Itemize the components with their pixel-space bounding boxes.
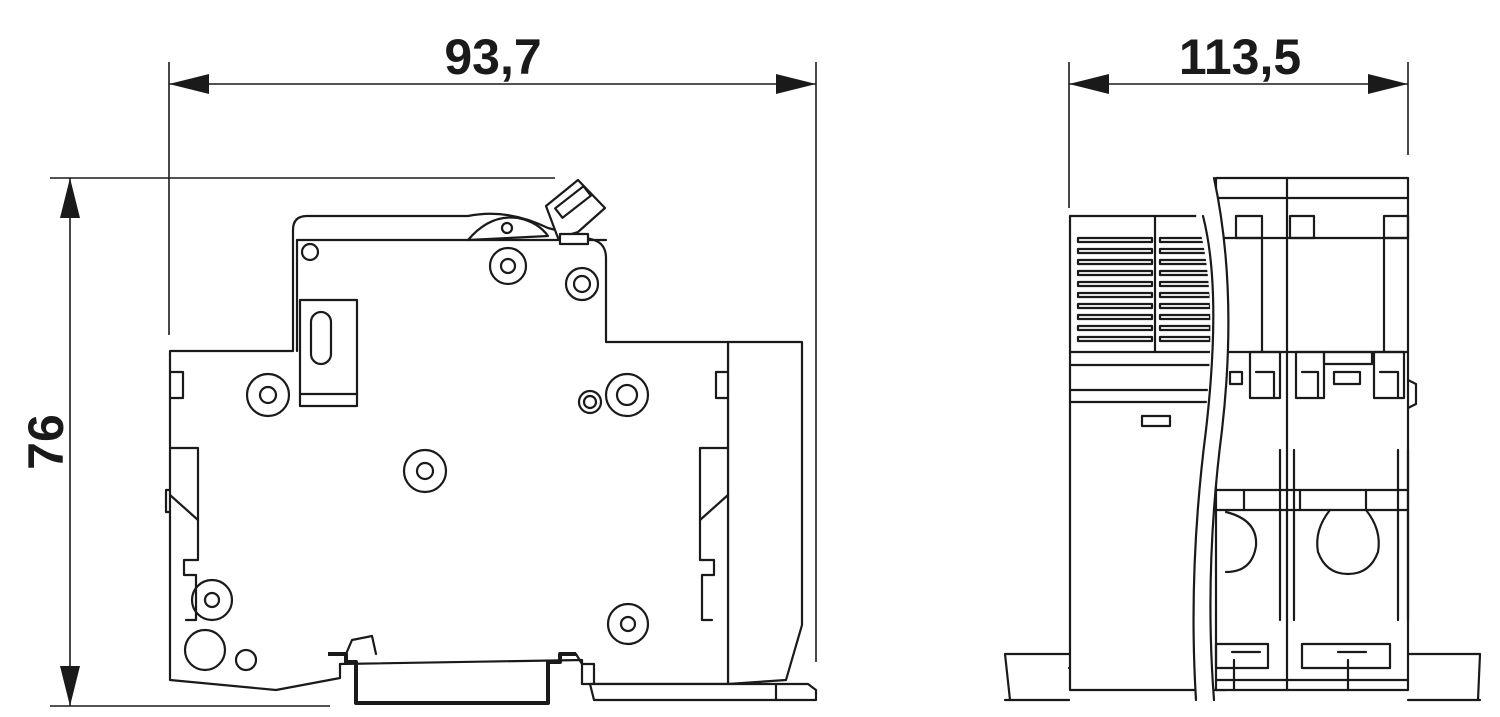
arrowhead-top (60, 178, 80, 218)
left-terminal-tab (164, 488, 172, 514)
rail-clip-left (344, 634, 378, 656)
dimension-height: 76 (18, 177, 555, 707)
rivet (606, 602, 650, 646)
rivet (564, 266, 600, 302)
right-top-block (1234, 214, 1264, 240)
cooling-rib (1076, 280, 1154, 288)
clamp (1372, 350, 1406, 400)
break-line-right (1209, 176, 1230, 702)
rail-clip-right (574, 652, 596, 686)
center-post (1278, 448, 1296, 622)
rivet (300, 242, 320, 262)
side-view (164, 178, 818, 705)
rivet-inner (499, 257, 517, 275)
dimension-label-width-right: 113,5 (1179, 29, 1301, 85)
rivet-inner (619, 615, 637, 633)
rivet-inner (258, 385, 278, 405)
right-top-block (1382, 214, 1410, 240)
rivet-inner (203, 591, 221, 609)
arrowhead-left (169, 74, 209, 94)
cooling-rib (1158, 335, 1212, 343)
rivet (234, 648, 258, 672)
bottom-latch-front (1214, 642, 1270, 670)
right-terminal (698, 446, 730, 622)
cooling-rib (1076, 313, 1154, 321)
lever-slot (554, 185, 592, 219)
contact-cup-right (1316, 508, 1380, 576)
arrowhead-bottom (60, 666, 80, 706)
cooling-rib (1158, 313, 1212, 321)
knob-pin (500, 221, 514, 235)
arrowhead-right-2 (1368, 74, 1408, 94)
clamp-small (1228, 370, 1244, 386)
left-notch-top (168, 370, 185, 400)
rivet-inner (415, 461, 435, 481)
left-module-label (1140, 414, 1172, 428)
clamp-bridge (1332, 370, 1362, 386)
right-terminal-diag (698, 493, 730, 522)
cooling-rib (1076, 258, 1154, 266)
dimension-width-left: 93,7 (168, 29, 817, 662)
rear-housing (726, 340, 804, 686)
rivets (183, 242, 650, 672)
clamp (1294, 350, 1326, 400)
rivet (402, 448, 448, 494)
break-line-left (1192, 214, 1215, 702)
din-rail-left (1003, 652, 1071, 702)
cooling-rib (1076, 324, 1154, 332)
cooling-rib (1076, 335, 1154, 343)
front-view (1003, 176, 1482, 702)
din-rail (328, 652, 576, 705)
rivet (577, 389, 603, 415)
cooling-rib (1076, 269, 1154, 277)
right-top-block (1288, 214, 1316, 240)
contact-cup-left (1224, 510, 1258, 574)
main-body (168, 212, 730, 692)
left-terminal-diag (168, 493, 200, 522)
right-module (1214, 176, 1410, 692)
status-indicator (309, 310, 333, 366)
cooling-rib (1076, 291, 1154, 299)
bottom-latch-front (1300, 642, 1392, 670)
rivet (183, 628, 227, 672)
rivet-inner (572, 274, 592, 294)
lever-foot (558, 232, 590, 246)
rivet (488, 246, 528, 286)
rivet-inner (615, 383, 639, 407)
dimension-width-right: 113,5 (1068, 29, 1409, 208)
cooling-ribs (1076, 236, 1212, 343)
bottom-latch (588, 682, 818, 702)
right-notch-top (714, 370, 730, 400)
chamber-ticks (1242, 488, 1368, 512)
left-terminal (168, 446, 200, 622)
clamp-bridge (1322, 350, 1374, 366)
din-rail-right (1406, 652, 1482, 702)
dimension-label-width-left: 93,7 (444, 29, 541, 85)
cooling-rib (1076, 247, 1154, 255)
rivet (190, 578, 234, 622)
clamp (1248, 350, 1282, 400)
dimension-label-height: 76 (18, 414, 74, 470)
cooling-rib (1158, 324, 1212, 332)
arrowhead-left-2 (1069, 74, 1109, 94)
cooling-rib (1076, 302, 1154, 310)
rivet-inner (582, 394, 598, 410)
arrowhead-right (776, 74, 816, 94)
side-tab (1406, 378, 1418, 410)
knob-base (466, 216, 550, 242)
status-window (298, 298, 359, 408)
break-gap (1192, 178, 1229, 700)
right-post (1396, 448, 1410, 622)
cooling-rib (1076, 236, 1154, 244)
rivet (604, 372, 650, 418)
latch-stem (1232, 658, 1350, 692)
rivet (245, 372, 291, 418)
